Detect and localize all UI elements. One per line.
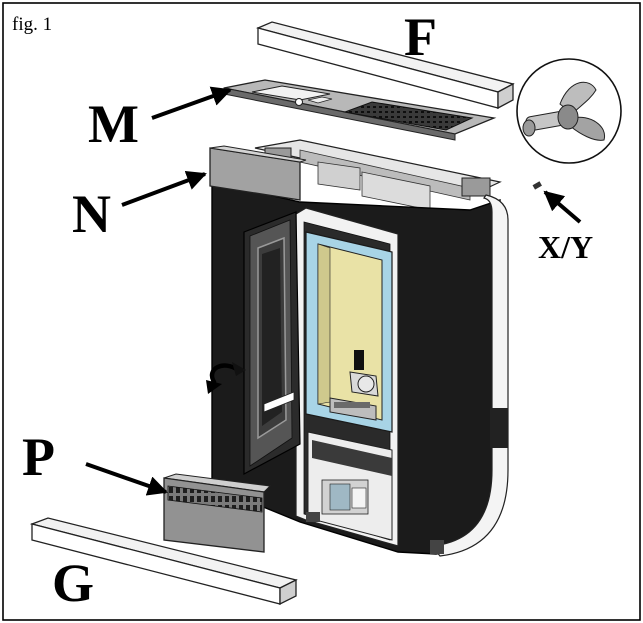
front-grille-part-p xyxy=(163,473,272,553)
arrow-n xyxy=(121,170,207,207)
screw-xy xyxy=(532,181,542,190)
label-m: M xyxy=(88,94,139,154)
bottom-bar-part-g xyxy=(29,517,298,606)
top-bar-part-f xyxy=(256,21,515,110)
arrow-m xyxy=(151,86,232,120)
leader-arrows xyxy=(85,86,582,496)
arrow-p xyxy=(85,462,168,496)
label-xy: X/Y xyxy=(538,229,593,265)
top-panel-part-m xyxy=(223,79,497,141)
label-g: G xyxy=(52,553,94,613)
label-f: F xyxy=(404,7,437,67)
label-n: N xyxy=(72,184,111,244)
label-p: P xyxy=(22,427,55,487)
wing-nut-icon xyxy=(516,58,622,164)
top-grill xyxy=(343,101,474,131)
stove-door xyxy=(243,211,301,476)
figure-label: fig. 1 xyxy=(12,14,52,35)
rotate-arrow-icon xyxy=(206,362,246,394)
arrow-xy xyxy=(543,190,582,224)
side-panel-part-n xyxy=(209,145,307,201)
